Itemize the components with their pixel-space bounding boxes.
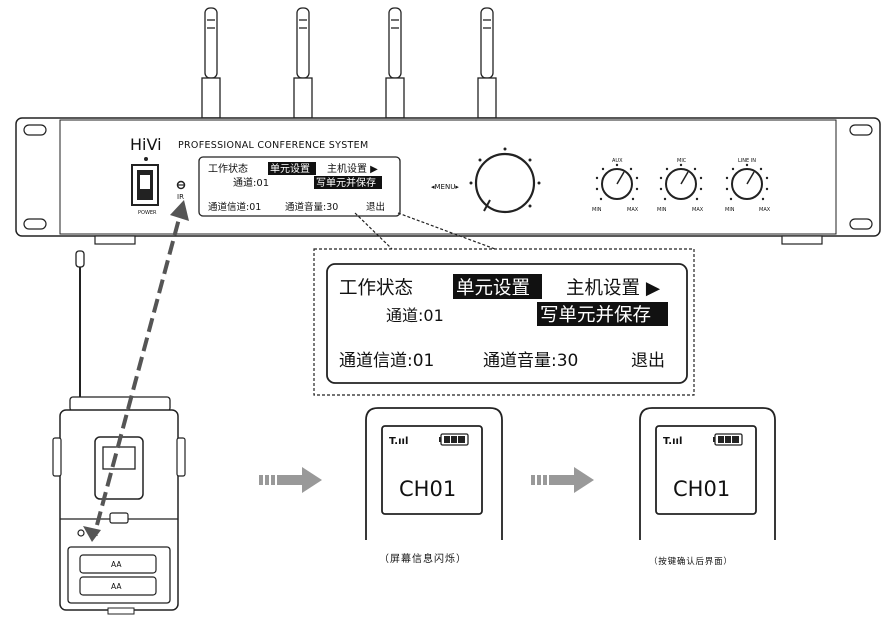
- line-in-knob[interactable]: LINE IN MIN MAX: [725, 158, 771, 213]
- screen-1-channel: CH01: [399, 477, 456, 501]
- lcd-large-channel-signal: 通道信道:01: [339, 351, 434, 371]
- lcd-large-channel-volume: 通道音量:30: [483, 351, 578, 371]
- lcd-small-tab-unit: 单元设置: [270, 163, 310, 175]
- receiver-foot: [781, 235, 823, 245]
- receiver-unit: HiVi PROFESSIONAL CONFERENCE SYSTEM POWE…: [15, 117, 881, 245]
- ir-transfer-arrow: [83, 200, 189, 542]
- arrow-right-icon: [259, 467, 322, 493]
- lcd-large-tab-host: 主机设置 ▶: [566, 278, 661, 299]
- aux-knob[interactable]: AUX MIN MAX: [592, 158, 639, 213]
- line-in-min-label: MIN: [725, 207, 735, 213]
- lcd-large-tab-highlight: [453, 274, 542, 299]
- lcd-small: 工作状态 单元设置 主机设置 ▶ 通道:01 写单元并保存 通道信道:01 通道…: [198, 156, 401, 217]
- arrow-right-icon: [531, 467, 594, 493]
- mic-knob[interactable]: MIC MIN MAX: [657, 158, 704, 213]
- screen-2-caption: （按键确认后界面）: [649, 556, 733, 567]
- aux-label: AUX: [612, 158, 623, 164]
- lcd-small-exit: 退出: [366, 201, 385, 213]
- arrow-head-icon: [170, 200, 189, 221]
- bodypack-ir-window-icon: [77, 529, 85, 537]
- lcd-small-channel-volume: 通道音量:30: [285, 201, 338, 213]
- rack-slot: [849, 218, 873, 230]
- mic-label: MIC: [677, 158, 687, 164]
- battery-icon: [713, 433, 743, 446]
- lcd-small-tab-highlight: [268, 162, 316, 175]
- battery-icon: [79, 554, 157, 574]
- lcd-small-save-highlight: [314, 176, 382, 189]
- mic-min-label: MIN: [657, 207, 667, 213]
- aux-min-label: MIN: [592, 207, 602, 213]
- lcd-large-write-save: 写单元并保存: [540, 305, 651, 326]
- antenna-icon: [385, 7, 405, 119]
- power-label: POWER: [138, 210, 157, 216]
- screen-confirmed: T.ııl CH01 （按键确认后界面）: [639, 407, 776, 567]
- power-switch-icon[interactable]: [131, 157, 159, 206]
- lcd-large-save-highlight: [537, 302, 668, 326]
- receiver-foot: [94, 235, 136, 245]
- lcd-small-tab-status: 工作状态: [208, 162, 248, 175]
- rack-slot: [23, 218, 47, 230]
- arrow-head-icon: [83, 526, 101, 542]
- brand-logo: HiVi: [130, 135, 162, 154]
- lcd-small-channel: 通道:01: [233, 176, 269, 189]
- screen-2-channel: CH01: [673, 477, 730, 501]
- lcd-large-channel: 通道:01: [386, 306, 444, 325]
- lcd-large: 工作状态 单元设置 主机设置 ▶ 通道:01 写单元并保存 通道信道:01 通道…: [326, 263, 688, 384]
- line-in-label: LINE IN: [738, 158, 756, 164]
- ir-sensor-icon: [176, 180, 186, 190]
- antenna-icon: [477, 7, 497, 119]
- lcd-small-channel-signal: 通道信道:01: [208, 201, 261, 213]
- lcd-large-tab-status: 工作状态: [339, 278, 413, 299]
- signal-icon: T.ııl: [389, 436, 408, 447]
- knob-icon[interactable]: [474, 152, 536, 214]
- battery-1-label: AA: [111, 560, 122, 569]
- zoom-callout-lines: [313, 212, 695, 396]
- battery-icon: [79, 576, 157, 596]
- battery-2-label: AA: [111, 582, 122, 591]
- rack-slot: [23, 124, 47, 136]
- lcd-small-write-save: 写单元并保存: [316, 176, 376, 189]
- system-name: PROFESSIONAL CONFERENCE SYSTEM: [178, 140, 368, 151]
- antenna-icon: [293, 7, 313, 119]
- screen-flashing: T.ııl CH01 （屏幕信息闪烁）: [365, 407, 503, 565]
- menu-label: ◂MENU▸: [431, 183, 459, 191]
- ir-label: IR: [177, 193, 184, 201]
- battery-icon: [439, 433, 469, 446]
- mic-max-label: MAX: [692, 207, 704, 213]
- line-in-max-label: MAX: [759, 207, 771, 213]
- signal-icon: T.ııl: [663, 436, 682, 447]
- receiver-antennas: [201, 7, 497, 119]
- lcd-large-exit: 退出: [631, 351, 665, 371]
- bodypack-transmitter: IR AA AA: [52, 250, 186, 615]
- screen-1-caption: （屏幕信息闪烁）: [379, 552, 467, 565]
- lcd-small-tab-host: 主机设置 ▶: [327, 162, 378, 175]
- antenna-icon: [201, 7, 221, 119]
- menu-knob[interactable]: ◂MENU▸: [431, 147, 541, 214]
- lcd-large-tab-unit: 单元设置: [456, 278, 530, 299]
- aux-max-label: MAX: [627, 207, 639, 213]
- rack-slot: [849, 124, 873, 136]
